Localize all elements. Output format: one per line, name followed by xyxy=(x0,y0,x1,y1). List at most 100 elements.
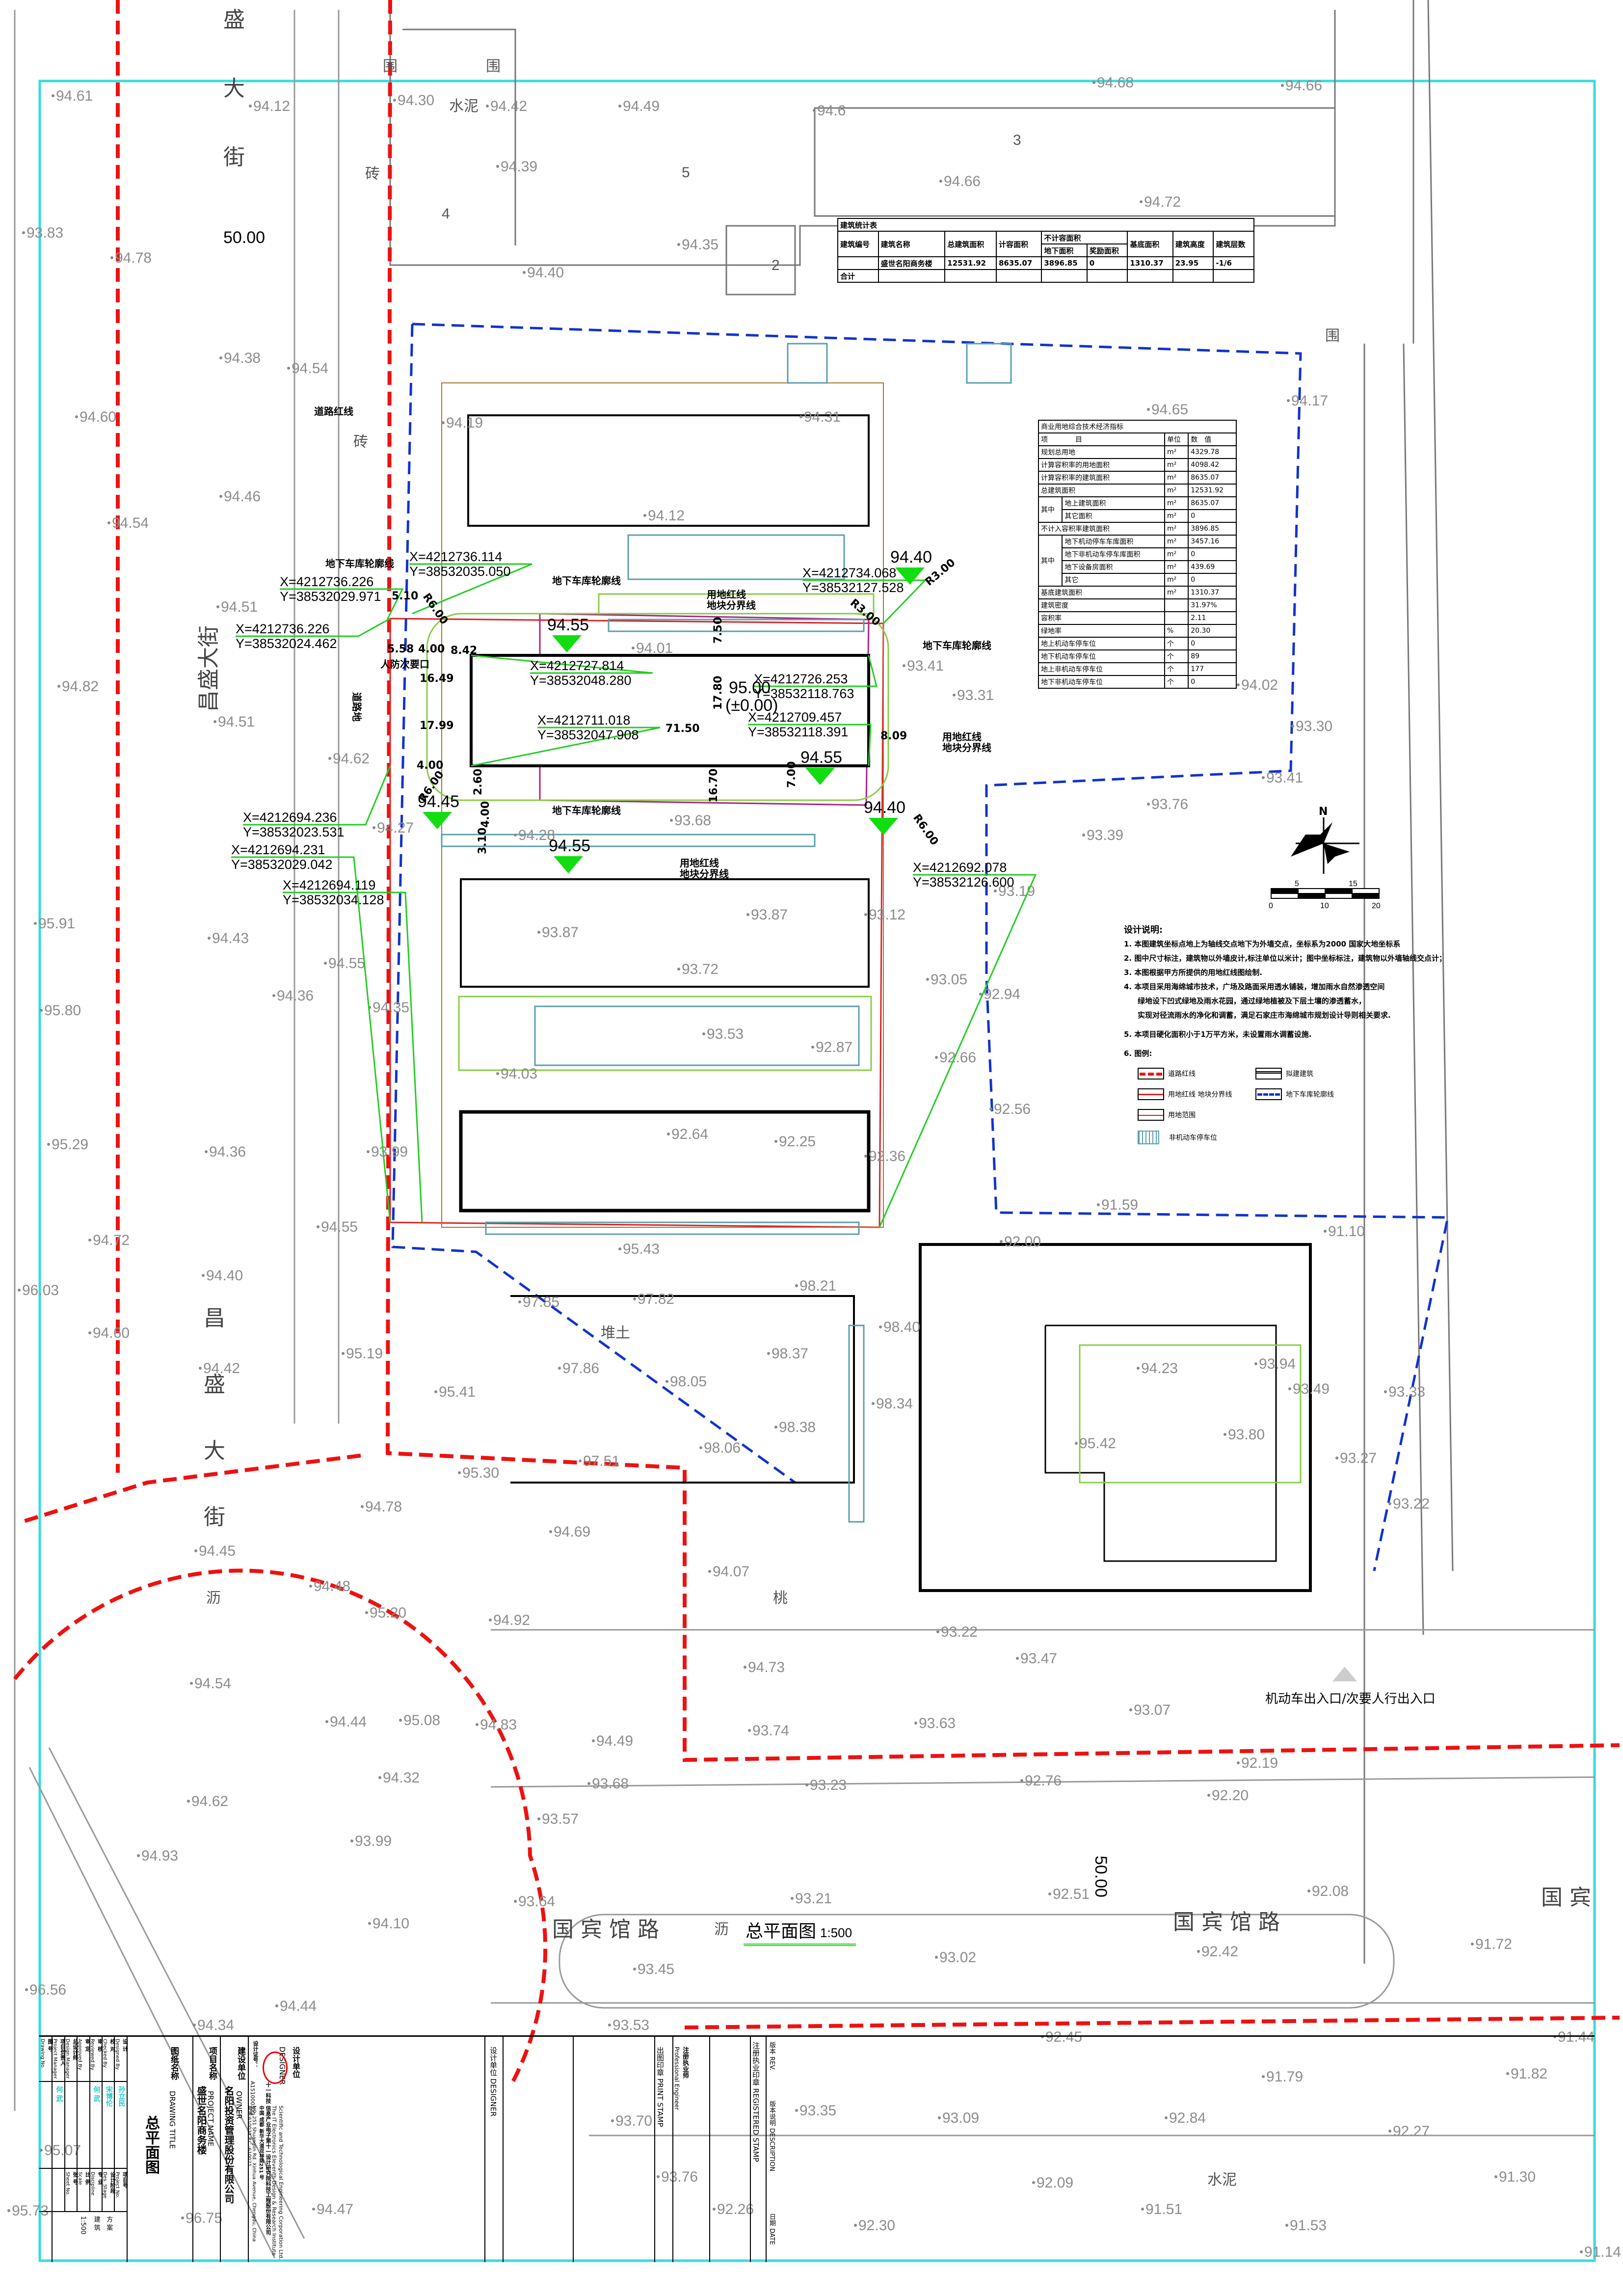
design-note: 2. 图中尺寸标注，建筑物以外墙皮计,标注单位以米计；图中坐标标注，建筑物以外墙… xyxy=(1124,954,1447,963)
professional-engineer-label: 注册执业师 xyxy=(681,2047,689,2079)
dimension-label: 16.49 xyxy=(420,673,454,685)
dimension-label: 4.00 xyxy=(417,759,443,772)
elevation-point xyxy=(514,1900,517,1903)
scale-tick: 20 xyxy=(1372,902,1381,910)
cell-far-area: 8635.07 xyxy=(995,256,1042,270)
spot-elevation: 93.47 xyxy=(1020,1650,1057,1667)
title-block-divider xyxy=(102,2037,103,2211)
spot-elevation: 95.08 xyxy=(403,1712,440,1729)
unit-cell: 个 xyxy=(1164,637,1189,650)
item-label: 其它面积 xyxy=(1062,509,1165,523)
role-label-en: Checked By xyxy=(102,2039,107,2068)
legend-bike-parking: 非机动车停车位 xyxy=(1138,1131,1217,1144)
spot-elevation: 94.82 xyxy=(62,678,99,695)
existing-buildings xyxy=(389,0,1454,1964)
spot-elevation: 92.00 xyxy=(1004,1234,1041,1250)
elevation-point xyxy=(708,1570,711,1573)
spot-elevation: 94.12 xyxy=(648,508,685,524)
title-block-divider xyxy=(709,2037,710,2262)
value-cell: 8635.07 xyxy=(1188,471,1237,485)
scale-tick: 15 xyxy=(1349,880,1357,888)
spot-elevation: 94.48 xyxy=(314,1578,350,1594)
meta-label: 专 业 xyxy=(97,2172,104,2185)
road-name-char: 盛 xyxy=(204,1372,225,1397)
scale-tick: 5 xyxy=(1295,880,1299,888)
spot-elevation: 94.66 xyxy=(1285,78,1322,94)
elevation-point xyxy=(1237,683,1240,686)
elevation-point xyxy=(1262,2075,1265,2078)
elevation-point xyxy=(677,968,680,971)
meta-label-en: Des. Stage xyxy=(102,2172,108,2199)
road-red-line-swatch xyxy=(1138,1068,1164,1080)
value-cell: 3457.16 xyxy=(1188,535,1237,548)
unit-cell: % xyxy=(1164,624,1189,638)
header-unit: 单位 xyxy=(1164,432,1189,446)
legend-label: 道路红线 xyxy=(1168,1070,1196,1078)
legend-garage-outline: 地下车库轮廓线 xyxy=(1255,1088,1334,1100)
elevation-point xyxy=(864,1155,867,1158)
header-bonus: 奖励面积 xyxy=(1086,243,1128,257)
table-row: 盛世名阳商务楼 12531.92 8635.07 3896.85 0 1310.… xyxy=(837,256,1254,270)
spot-elevation: 96.03 xyxy=(22,1282,59,1298)
meta-value: 方 案 xyxy=(105,2216,113,2231)
elevation-point xyxy=(872,1402,875,1405)
coordinate-leader xyxy=(878,874,1037,1228)
elevation-point xyxy=(25,1988,28,1991)
elevation-point xyxy=(748,1729,751,1732)
design-level: 94.55 xyxy=(549,837,590,855)
dimension-label: 17.99 xyxy=(420,720,454,732)
value-cell: 20.30 xyxy=(1188,624,1237,638)
spot-elevation: 95.43 xyxy=(623,1241,660,1257)
title-block-divider xyxy=(52,2037,53,2262)
legend-label: 地下车库轮廓线 xyxy=(1286,1091,1334,1099)
designer-label: 设计单位 xyxy=(291,2047,300,2078)
elevation-point xyxy=(879,1325,882,1328)
cell-footprint: 1310.37 xyxy=(1127,256,1173,270)
road-name-guobin: 国 宾 xyxy=(1541,1885,1591,1910)
spot-elevation: 94.39 xyxy=(501,159,537,175)
spot-elevation: 94.40 xyxy=(206,1268,243,1284)
spot-elevation: 94.36 xyxy=(277,988,314,1004)
spot-elevation: 94.44 xyxy=(280,1998,317,2014)
elevation-point xyxy=(1129,1708,1132,1711)
elevation-point xyxy=(1471,1943,1474,1945)
title-block-divider xyxy=(127,2037,128,2262)
spot-elevation: 94.72 xyxy=(1144,194,1181,210)
bike-parking xyxy=(441,343,1012,1523)
elevation-point xyxy=(205,1150,208,1153)
spot-elevation: 94.36 xyxy=(209,1144,246,1160)
role-label: 总设计师 xyxy=(72,2039,79,2060)
meta-value: 建 筑 xyxy=(92,2216,100,2231)
coordinate-x: X=4212694.119 xyxy=(283,878,375,892)
meta-label-en: Scale xyxy=(77,2172,83,2185)
coordinate-y: Y=38532048.280 xyxy=(530,673,631,688)
elevation-point xyxy=(199,1367,202,1370)
coordinate-annotations: X=4212736.114Y=38532035.050X=4212736.226… xyxy=(231,549,1037,1228)
leader-label-civil-defense-exit: 人防次要口 xyxy=(380,658,429,670)
dimension-label: 71.50 xyxy=(665,723,700,735)
level-triangle-icon xyxy=(552,635,582,652)
spot-elevation: 92.76 xyxy=(1025,1773,1062,1789)
header-total: 总建筑面积 xyxy=(944,231,997,257)
project-name-label-en: PROJECT NAME xyxy=(206,2091,215,2147)
spot-elevation: 94.73 xyxy=(748,1659,785,1675)
spot-elevation: 94.62 xyxy=(333,751,370,767)
meta-label-en: Sheet No. xyxy=(65,2172,70,2196)
elevation-point xyxy=(22,231,25,234)
spot-elevation: 94.38 xyxy=(224,350,261,366)
elevation-point xyxy=(1281,84,1284,87)
unit-cell: m² xyxy=(1164,560,1189,574)
elevation-point xyxy=(208,937,211,940)
spot-elevation: 94.51 xyxy=(218,714,255,730)
elevation-point xyxy=(608,2024,611,2026)
role-label-en: Design Manager xyxy=(64,2039,70,2079)
elevation-point xyxy=(368,1922,371,1925)
role-name: 何 武 xyxy=(92,2086,101,2102)
surface-label: 沥 xyxy=(206,1590,221,1606)
item-label: 地上建筑面积 xyxy=(1062,496,1165,510)
spot-elevation: 93.45 xyxy=(638,1961,674,1977)
empty-cell xyxy=(1041,269,1088,283)
value-cell: 31.97% xyxy=(1188,598,1237,612)
elevation-point xyxy=(1048,1892,1051,1895)
spot-elevation: 93.22 xyxy=(941,1624,978,1640)
